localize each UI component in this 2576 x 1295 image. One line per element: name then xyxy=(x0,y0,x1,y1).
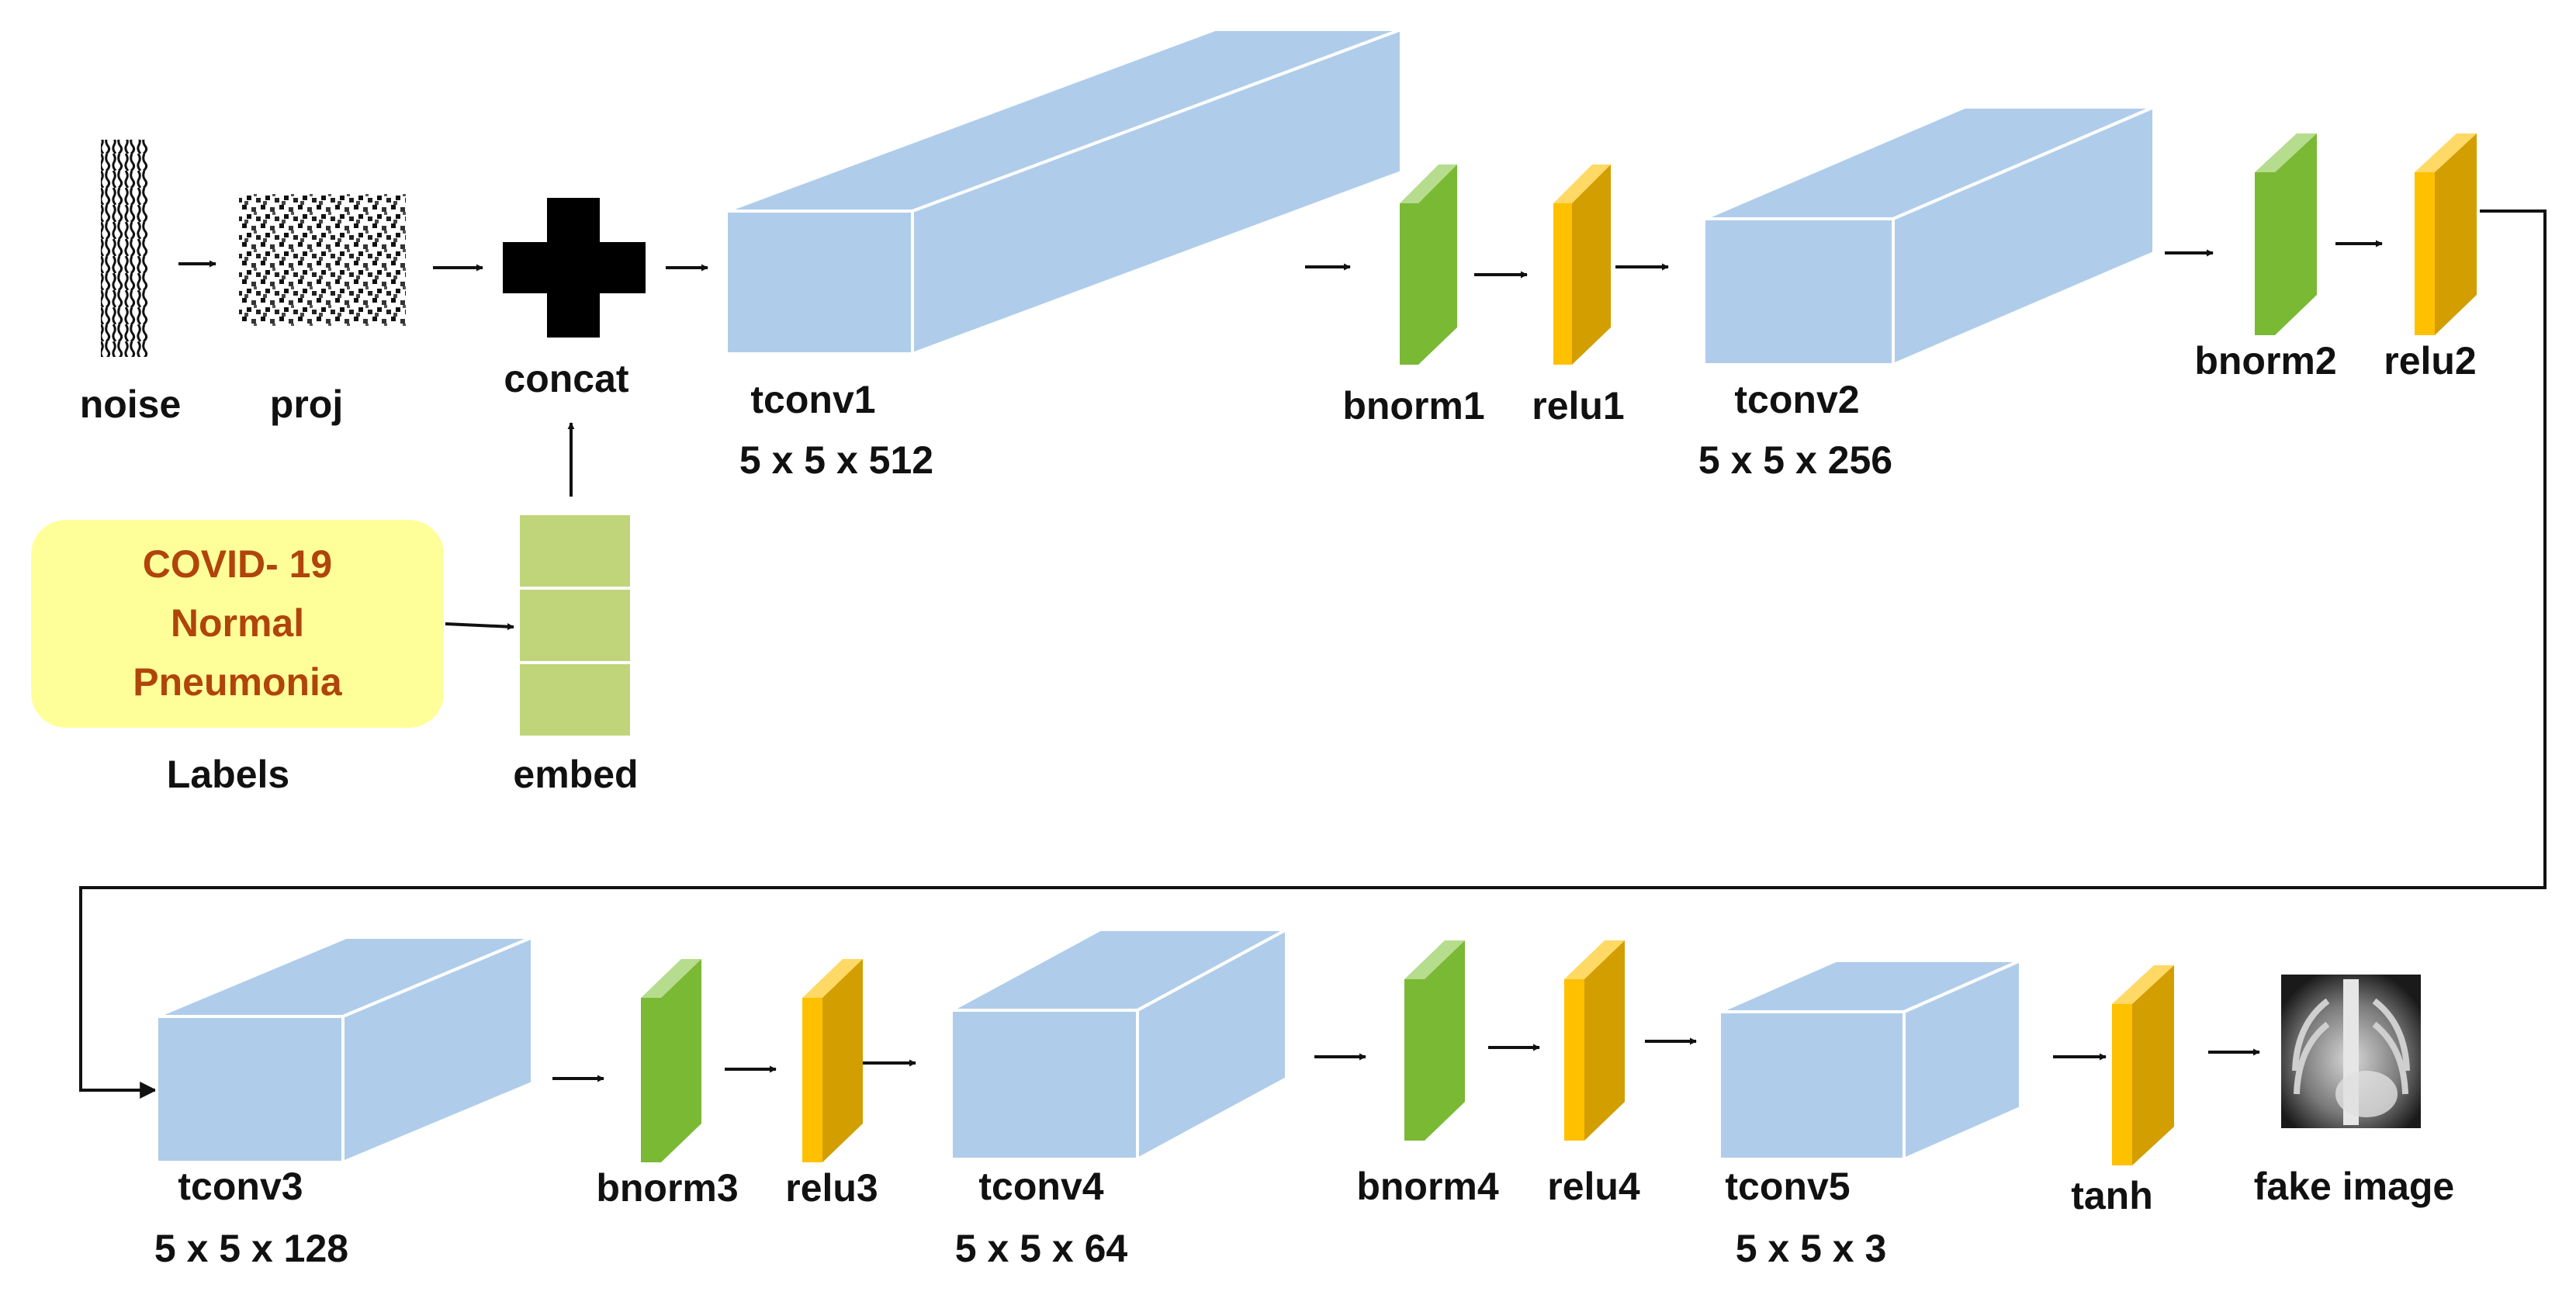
tanh-label: tanh xyxy=(2071,1174,2153,1217)
noise-block: noise xyxy=(80,140,182,426)
tconv5-name: tconv5 xyxy=(1725,1165,1850,1208)
relu4-block: relu4 xyxy=(1547,940,1640,1208)
tconv1-size: 5 x 5 x 512 xyxy=(739,438,933,482)
noise-texture xyxy=(101,140,149,357)
label-normal: Normal xyxy=(171,601,304,645)
tconv5-block: tconv5 5 x 5 x 3 xyxy=(1718,957,2022,1270)
tconv5-size: 5 x 5 x 3 xyxy=(1736,1227,1887,1270)
tconv1-block: tconv1 5 x 5 x 512 xyxy=(725,27,1403,482)
tconv1-name: tconv1 xyxy=(750,378,875,421)
tanh-block: tanh xyxy=(2071,965,2174,1217)
bnorm2-block: bnorm2 xyxy=(2194,133,2337,383)
relu4-label: relu4 xyxy=(1547,1165,1640,1208)
relu3-block: relu3 xyxy=(785,959,878,1210)
embed-label: embed xyxy=(513,753,638,796)
relu1-block: relu1 xyxy=(1532,164,1625,428)
embed-cell xyxy=(517,661,633,739)
row-connector-line xyxy=(79,209,2547,1099)
fake-image-label: fake image xyxy=(2254,1165,2454,1208)
relu3-label: relu3 xyxy=(785,1166,878,1210)
fake-image-block: fake image xyxy=(2254,975,2454,1208)
tconv4-size: 5 x 5 x 64 xyxy=(955,1227,1128,1270)
bnorm3-block: bnorm3 xyxy=(596,959,739,1210)
tconv2-size: 5 x 5 x 256 xyxy=(1698,438,1892,482)
bnorm3-label: bnorm3 xyxy=(596,1166,738,1210)
embed-cell xyxy=(517,587,633,664)
tconv3-size: 5 x 5 x 128 xyxy=(154,1227,348,1270)
labels-box: COVID- 19 Normal Pneumonia Labels xyxy=(31,520,444,796)
concat-label: concat xyxy=(504,357,629,400)
plus-icon xyxy=(503,198,646,338)
label-covid: COVID- 19 xyxy=(143,542,333,586)
bnorm4-block: bnorm4 xyxy=(1356,940,1499,1208)
concat-block: concat xyxy=(503,198,646,400)
label-pneumonia: Pneumonia xyxy=(133,660,343,704)
noise-label: noise xyxy=(80,383,182,426)
tconv4-block: tconv4 5 x 5 x 64 xyxy=(950,926,1288,1270)
noise-pattern xyxy=(239,194,406,326)
tconv2-name: tconv2 xyxy=(1734,378,1859,421)
tconv2-block: tconv2 5 x 5 x 256 xyxy=(1698,104,2155,482)
bnorm2-label: bnorm2 xyxy=(2194,339,2336,383)
bnorm1-label: bnorm1 xyxy=(1342,384,1484,428)
relu1-label: relu1 xyxy=(1532,384,1625,428)
tconv4-name: tconv4 xyxy=(978,1165,1103,1208)
bnorm4-label: bnorm4 xyxy=(1356,1165,1499,1208)
embed-cell xyxy=(517,512,633,590)
relu2-label: relu2 xyxy=(2384,339,2477,383)
labels-caption: Labels xyxy=(167,753,289,796)
bnorm1-block: bnorm1 xyxy=(1342,164,1485,428)
arrow-right-icon xyxy=(445,622,514,631)
tconv3-name: tconv3 xyxy=(178,1165,303,1208)
relu2-block: relu2 xyxy=(2384,133,2477,383)
embed-block: embed xyxy=(513,512,639,796)
chest-xray-image xyxy=(2281,975,2421,1128)
proj-label: proj xyxy=(270,383,343,426)
proj-block: proj xyxy=(239,194,406,426)
tconv3-block: tconv3 5 x 5 x 128 xyxy=(154,934,534,1270)
